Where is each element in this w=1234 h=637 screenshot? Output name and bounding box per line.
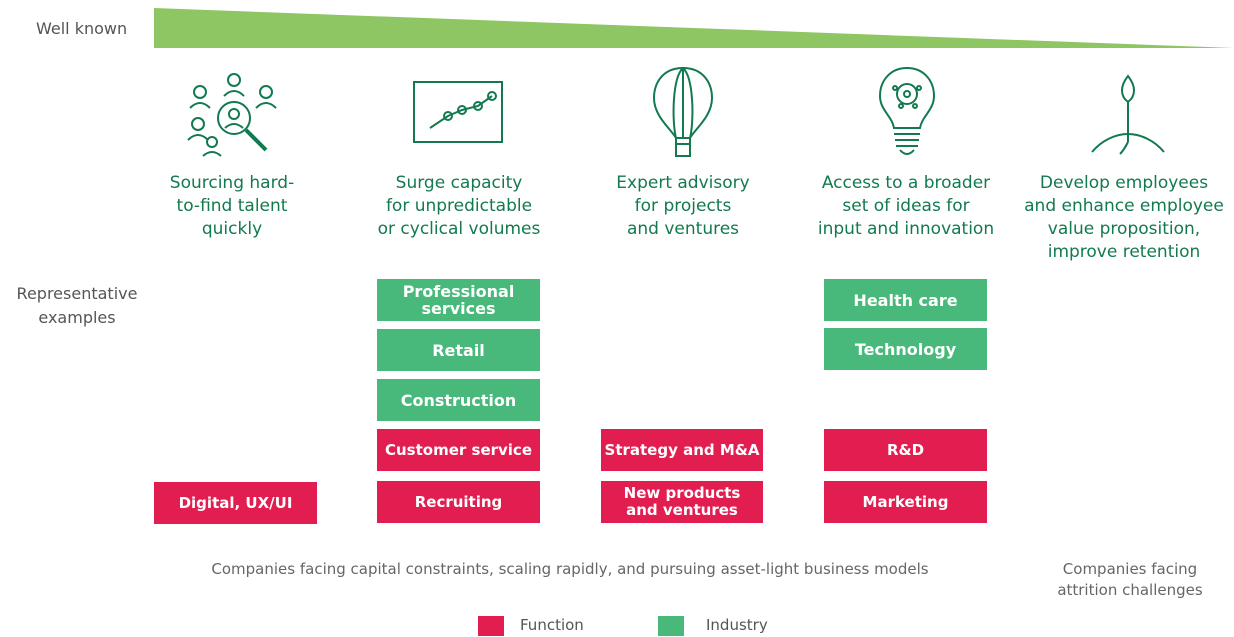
hot-air-balloon-icon bbox=[652, 66, 714, 157]
tag-construction: Construction bbox=[377, 379, 540, 421]
tag-strategy-ma: Strategy and M&A bbox=[601, 429, 763, 471]
representative-examples-label: Representative examples bbox=[16, 284, 138, 327]
tag-health-care: Health care bbox=[824, 279, 987, 321]
tag-customer-service: Customer service bbox=[377, 429, 540, 471]
legend-function-label: Function bbox=[520, 616, 584, 634]
heading-expert-advisory: Expert advisory for projects and venture… bbox=[616, 173, 750, 239]
tag-professional-services: Professional services bbox=[377, 279, 540, 321]
tag-retail: Retail bbox=[377, 329, 540, 371]
sprout-icon bbox=[1091, 74, 1165, 155]
heading-broader-ideas: Access to a broader set of ideas for inp… bbox=[817, 173, 995, 239]
tag-recruiting: Recruiting bbox=[377, 481, 540, 523]
tag-digital-ux-ui: Digital, UX/UI bbox=[154, 482, 317, 524]
heading-sourcing-talent: Sourcing hard- to-find talent quickly bbox=[169, 173, 295, 239]
heading-surge-capacity: Surge capacity for unpredictable or cycl… bbox=[377, 173, 541, 239]
tag-technology: Technology bbox=[824, 328, 987, 370]
top-label: Well known bbox=[36, 19, 128, 38]
well-known-wedge bbox=[154, 8, 1234, 48]
heading-develop-employees: Develop employees and enhance employee v… bbox=[1024, 173, 1224, 262]
people-search-icon bbox=[187, 73, 277, 157]
note-attrition-challenges: Companies facing attrition challenges bbox=[1057, 560, 1203, 599]
line-chart-icon bbox=[413, 81, 503, 143]
note-capital-constraints: Companies facing capital constraints, sc… bbox=[211, 560, 929, 578]
lightbulb-icon bbox=[878, 66, 936, 155]
legend-industry-swatch bbox=[658, 616, 684, 636]
tag-marketing: Marketing bbox=[824, 481, 987, 523]
legend-function-swatch bbox=[478, 616, 504, 636]
tag-new-products-ventures: New products and ventures bbox=[601, 481, 763, 523]
tag-r-and-d: R&D bbox=[824, 429, 987, 471]
legend-industry-label: Industry bbox=[706, 616, 768, 634]
